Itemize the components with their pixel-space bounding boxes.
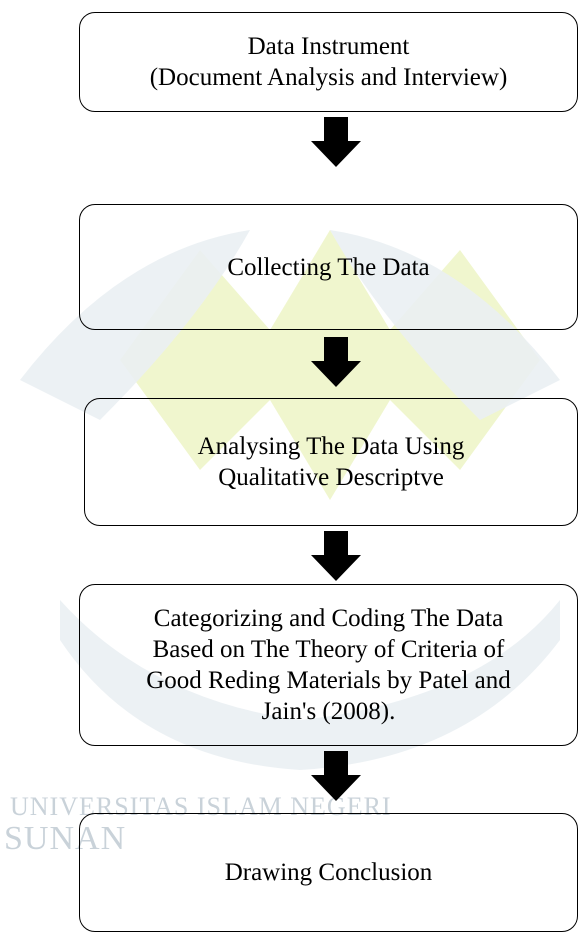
step-5-line-1: Drawing Conclusion (224, 859, 433, 886)
down-arrow-icon (311, 117, 361, 167)
step-4-line-4: Jain's (2008). (261, 698, 396, 725)
step-4-line-1: Categorizing and Coding The Data (153, 605, 504, 632)
step-box-categorizing-coding: Categorizing and Coding The Data Based o… (79, 584, 578, 746)
step-3-line-1: Analysing The Data Using (197, 433, 465, 460)
step-box-data-instrument: Data Instrument (Document Analysis and I… (79, 12, 578, 112)
down-arrow-icon (311, 337, 361, 387)
step-4-line-3: Good Reding Materials by Patel and (146, 667, 511, 694)
down-arrow-icon (311, 751, 361, 801)
step-1-line-2: (Document Analysis and Interview) (149, 64, 508, 91)
step-4-line-2: Based on The Theory of Criteria of (152, 636, 505, 663)
step-box-drawing-conclusion: Drawing Conclusion (79, 813, 578, 932)
step-1-line-1: Data Instrument (247, 33, 410, 60)
step-box-analysing-data: Analysing The Data Using Qualitative Des… (84, 398, 578, 526)
down-arrow-icon (311, 531, 361, 581)
step-2-line-1: Collecting The Data (227, 253, 430, 281)
step-box-collecting-data: Collecting The Data (79, 204, 578, 330)
step-3-line-2: Qualitative Descriptve (218, 464, 444, 491)
